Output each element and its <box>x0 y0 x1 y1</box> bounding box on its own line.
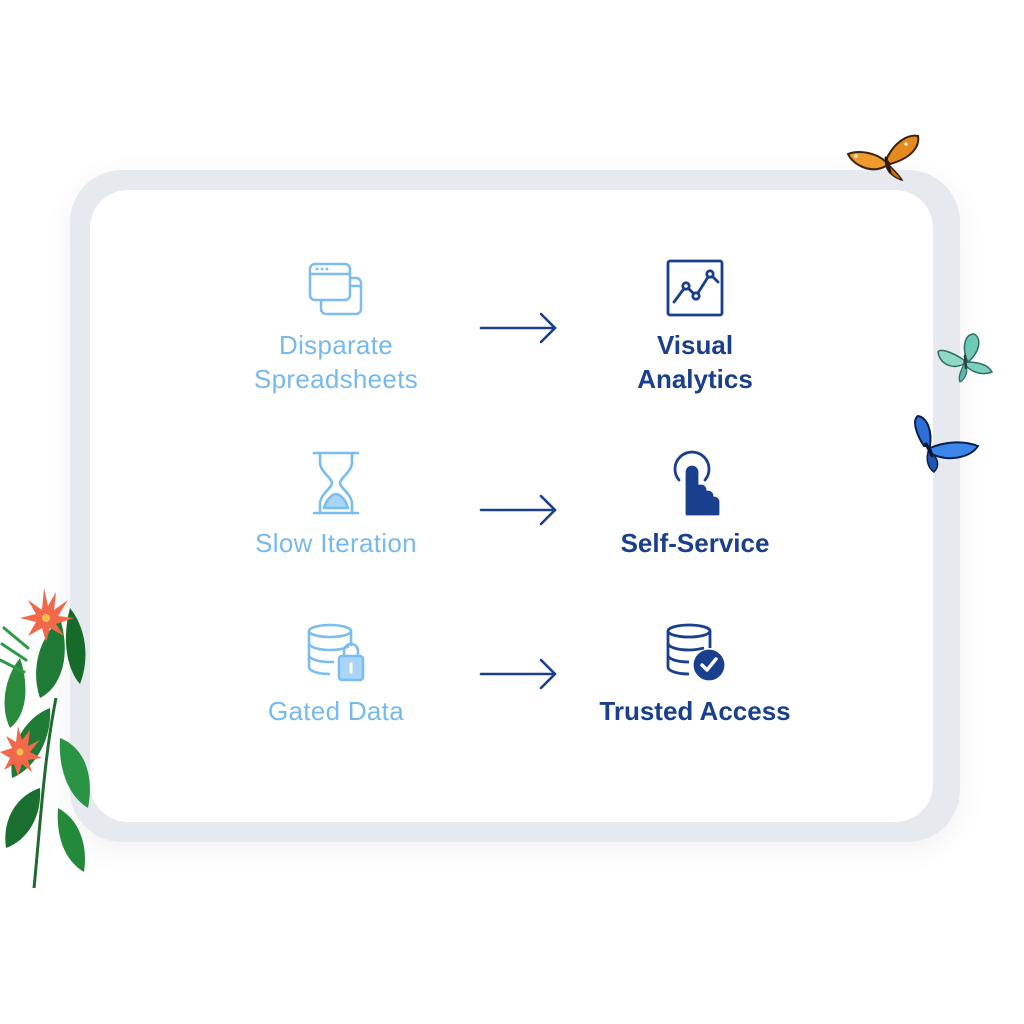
hourglass-icon <box>312 451 360 515</box>
to-label: Self-Service <box>620 528 770 558</box>
arrow-right-icon <box>479 658 557 690</box>
from-label-line2: Spreadsheets <box>253 364 419 394</box>
pointer-hand-icon <box>673 450 720 516</box>
database-lock-icon <box>307 623 365 682</box>
line-chart-icon <box>666 259 724 317</box>
to-label-line1: Visual <box>656 330 734 360</box>
to-item-self-service: Self-Service <box>545 450 845 560</box>
from-item-spreadsheets: Disparate Spreadsheets <box>186 258 486 396</box>
from-item-slow-iteration: Slow Iteration <box>186 450 486 560</box>
card-panel <box>90 190 933 822</box>
windows-icon <box>308 262 363 316</box>
from-label: Slow Iteration <box>255 528 417 558</box>
to-item-visual-analytics: Visual Analytics <box>545 258 845 396</box>
database-check-icon <box>666 623 725 681</box>
to-item-trusted-access: Trusted Access <box>545 622 845 728</box>
teal-butterfly-icon <box>937 333 994 383</box>
from-item-gated-data: Gated Data <box>186 622 486 728</box>
tropical-plant-icon <box>0 588 90 888</box>
blue-butterfly-icon <box>914 414 980 473</box>
arrow-right-icon <box>479 494 557 526</box>
orange-butterfly-icon <box>846 134 920 182</box>
from-label: Gated Data <box>268 696 404 726</box>
to-label: Trusted Access <box>599 696 791 726</box>
arrow-right-icon <box>479 312 557 344</box>
to-label-line2: Analytics <box>637 364 753 394</box>
from-label-line1: Disparate <box>279 330 393 360</box>
